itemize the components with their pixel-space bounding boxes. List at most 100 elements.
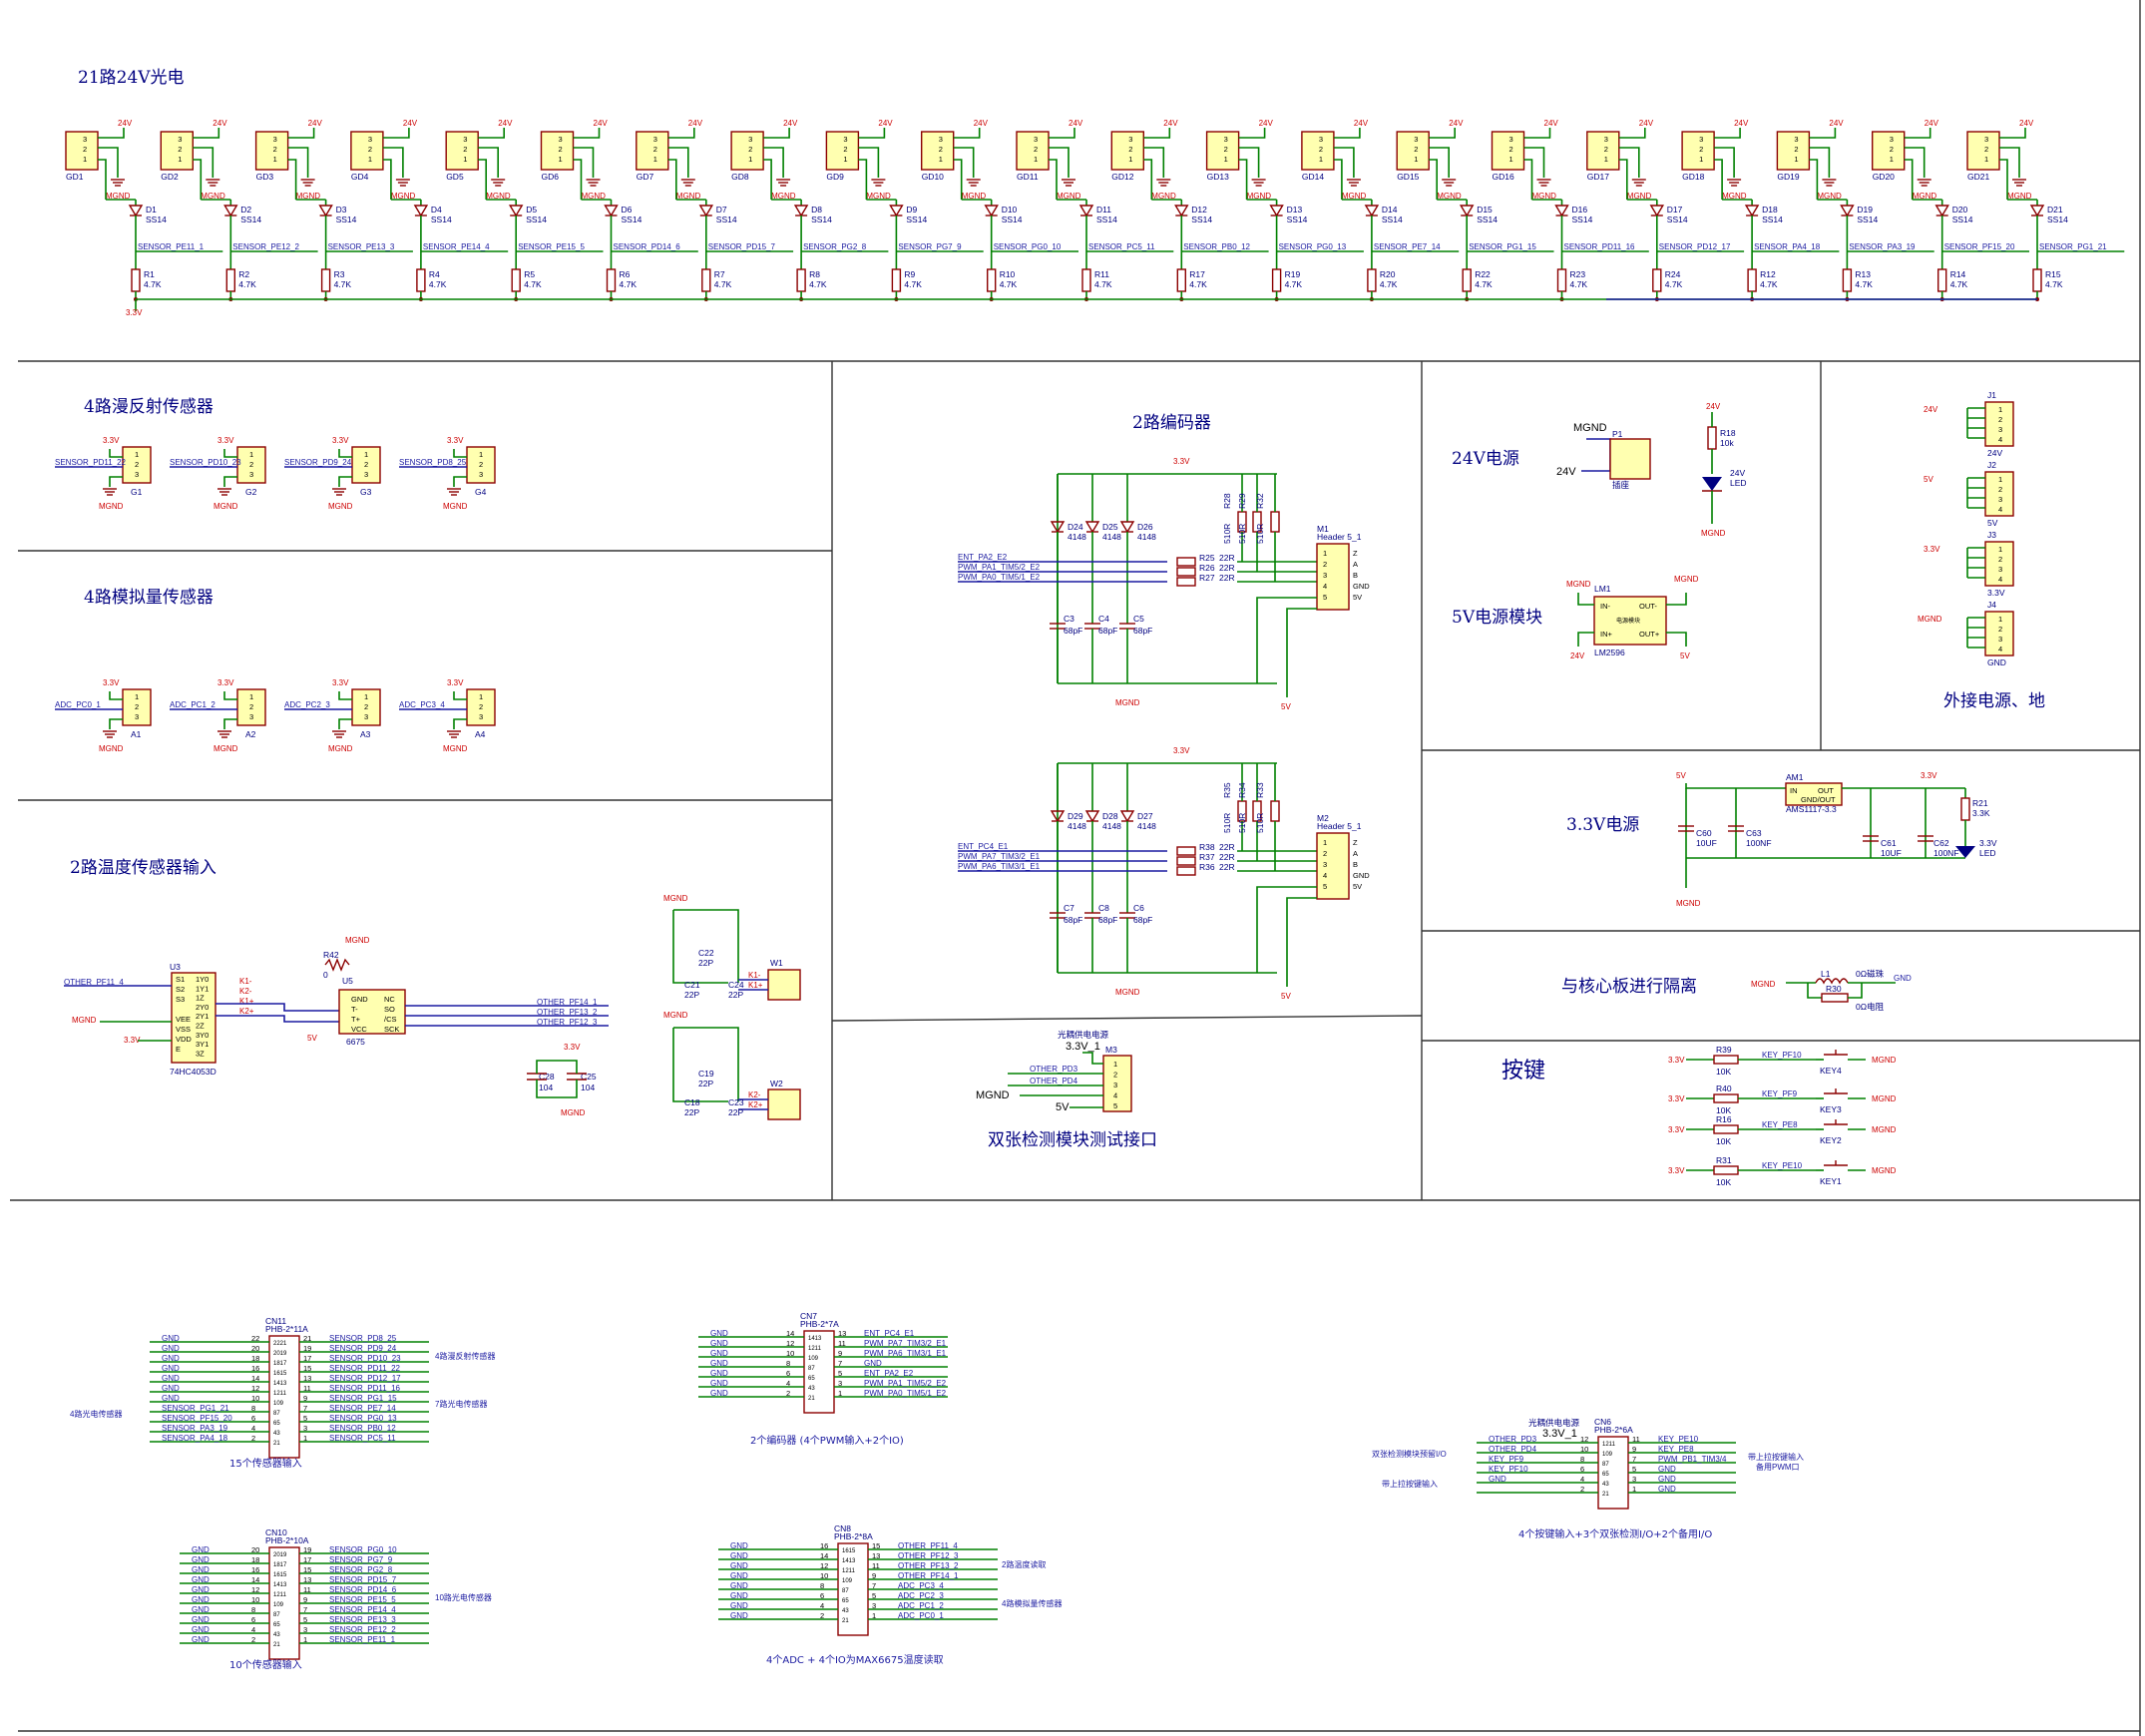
- optic-ch17-r-val: 4.7K: [1665, 279, 1683, 289]
- cn8-note2: 4路模拟量传感器: [1002, 1598, 1062, 1608]
- enc2-5v-link: [1286, 897, 1317, 987]
- key2-label: KEY3: [1820, 1104, 1842, 1114]
- c61-ref: C61: [1881, 838, 1897, 848]
- cn8-lpin6: 4: [820, 1601, 824, 1610]
- optic-ch6-pin1: 1: [559, 155, 563, 164]
- optic-ch16-gd-ref: GD16: [1493, 172, 1514, 182]
- optic-ch15-resistor: [1462, 268, 1472, 292]
- optic-ch7-mgnd: MGND: [676, 192, 701, 201]
- optic-ch18-pin2: 2: [1699, 145, 1703, 154]
- optic-ch20-diode-body: [1934, 205, 1949, 217]
- diffuse-4-vcc-wire: [453, 449, 467, 458]
- optic-ch1-mgnd: MGND: [106, 192, 131, 201]
- cn8-inpin1: 1413: [842, 1558, 856, 1564]
- optic-ch20-gnd-wire: [1904, 147, 1926, 178]
- enc2-r0: [1176, 846, 1196, 856]
- enc2-net0: ENT_PC4_E1: [958, 842, 1009, 851]
- analog-2-pin1: 1: [249, 692, 253, 701]
- optic-ch15-d-ref: D15: [1477, 205, 1493, 215]
- m3-pin3: 3: [1113, 1081, 1117, 1089]
- optic-ch5-d-val: SS14: [526, 215, 547, 224]
- cn11-lnet10: SENSOR_PA4_18: [162, 1434, 228, 1443]
- optic-ch21-pin1: 1: [1984, 155, 1988, 164]
- cn11-part: PHB-2*11A: [265, 1324, 308, 1334]
- optic-ch13-resistor: [1271, 268, 1282, 292]
- optic-ch3-pin2: 2: [273, 145, 277, 154]
- cn10-rpin0: 19: [303, 1545, 311, 1554]
- optic-ch9-r-ref: R9: [904, 269, 915, 279]
- cn11-lnet5: GND: [162, 1384, 180, 1393]
- temp-section: U3 74HC4053D S1S2S3VEEVSSVDDE1Y01Y11Z2Y0…: [64, 894, 801, 1120]
- cn7-lpin2: 10: [786, 1349, 794, 1358]
- cn7-lnet4: GND: [710, 1369, 728, 1378]
- optic-ch20-sig-wire: [1904, 159, 1914, 175]
- title-double: 双张检测模块测试接口: [988, 1130, 1157, 1150]
- optic-ch13-mgnd: MGND: [1247, 192, 1272, 201]
- m3-net2: OTHER_PD4: [1030, 1077, 1078, 1085]
- p24-24v: 24V: [1556, 466, 1576, 478]
- cn8-rnet0: OTHER_PF11_4: [898, 1541, 958, 1550]
- ext-pin2-4: 4: [1998, 575, 2002, 584]
- analog-2-vcc-wire: [223, 691, 237, 700]
- optic-ch8-vcc: 24V: [783, 119, 798, 128]
- cn6-inpin0: 1211: [1602, 1442, 1616, 1448]
- optic-ch10-mgnd: MGND: [962, 192, 987, 201]
- cn6-rpin1: 9: [1632, 1445, 1636, 1454]
- title-33v: 3.3V电源: [1566, 815, 1639, 835]
- optic-ch6-connector: [540, 131, 575, 171]
- cn8-rnet1: OTHER_PF12_3: [898, 1551, 959, 1560]
- enc2-r-ref0: R38: [1199, 842, 1215, 852]
- c19-ref: C19: [698, 1069, 714, 1079]
- key2-r-ref: R40: [1716, 1084, 1732, 1093]
- optic-ch10-r-ref: R10: [1000, 269, 1016, 279]
- iso-mgnd: MGND: [1751, 980, 1776, 989]
- enc1-pull-ref2: R32: [1255, 493, 1265, 509]
- enc2-pull2: [1270, 800, 1280, 822]
- optic-ch15-connector: [1396, 131, 1430, 171]
- enc1-c-val2: 68pF: [1133, 626, 1152, 636]
- cn7-inpin3: 87: [808, 1366, 815, 1372]
- optic-ch1-gd-ref: GD1: [66, 172, 84, 182]
- diffuse-3-pin1: 1: [364, 450, 368, 459]
- optic-ch2-pin1: 1: [178, 155, 182, 164]
- c18-ref: C18: [684, 1097, 700, 1107]
- optic-ch16-mgnd: MGND: [1532, 192, 1557, 201]
- enc2-ref: M2: [1317, 813, 1329, 823]
- cn10-rpin3: 13: [303, 1575, 311, 1584]
- optic-ch2-connector: [160, 131, 195, 171]
- ext-label3: GND: [1987, 657, 2006, 667]
- optic-ch19-r-ref: R13: [1855, 269, 1871, 279]
- optic-ch15-pin2: 2: [1414, 145, 1418, 154]
- optic-ch18-pin3: 3: [1699, 135, 1703, 144]
- optic-ch20-mgnd: MGND: [1913, 192, 1937, 201]
- cn8-lpin3: 10: [820, 1571, 828, 1580]
- cn8-rpin6: 3: [872, 1601, 876, 1610]
- cn10-rnet2: SENSOR_PG2_8: [329, 1565, 393, 1574]
- optic-ch17-vcc: 24V: [1639, 119, 1654, 128]
- diffuse-1-ref: G1: [131, 487, 143, 497]
- optic-ch8-mgnd: MGND: [771, 192, 796, 201]
- cn8-note1: 2路温度读取: [1002, 1559, 1046, 1569]
- optic-ch11-connector: [1016, 131, 1050, 171]
- optic-ch15-net: SENSOR_PG1_15: [1469, 242, 1536, 251]
- cn10-rpin8: 3: [303, 1625, 307, 1634]
- optic-ch11-gnd-wire: [1049, 147, 1070, 178]
- ext-pin0-4: 4: [1998, 435, 2002, 444]
- cn10-lpin6: 8: [251, 1605, 255, 1614]
- optic-ch4-vcc-wire: [382, 128, 410, 139]
- u5-pin-r1: SO: [384, 1005, 395, 1014]
- enc2-pin-n2: 3: [1323, 860, 1327, 869]
- r42-val: 0: [323, 970, 328, 980]
- cn11-inpin3: 1615: [273, 1371, 287, 1377]
- cn10-lpin8: 4: [251, 1625, 255, 1634]
- optic-ch6-mgnd: MGND: [582, 192, 607, 201]
- optic-ch5-mgnd: MGND: [486, 192, 511, 201]
- cn6-lpin5: 2: [1580, 1485, 1584, 1494]
- cn6-lnet0: OTHER_PD3: [1489, 1435, 1537, 1444]
- optic-ch9-sig-wire: [858, 159, 868, 175]
- optic-ch16-gnd-wire: [1523, 147, 1545, 178]
- optic-ch2-d-val: SS14: [240, 215, 261, 224]
- m3-label: 光耦供电电源: [1058, 1030, 1109, 1040]
- enc1-mgnd: MGND: [1115, 698, 1140, 707]
- analog-1-pin2: 2: [135, 702, 139, 711]
